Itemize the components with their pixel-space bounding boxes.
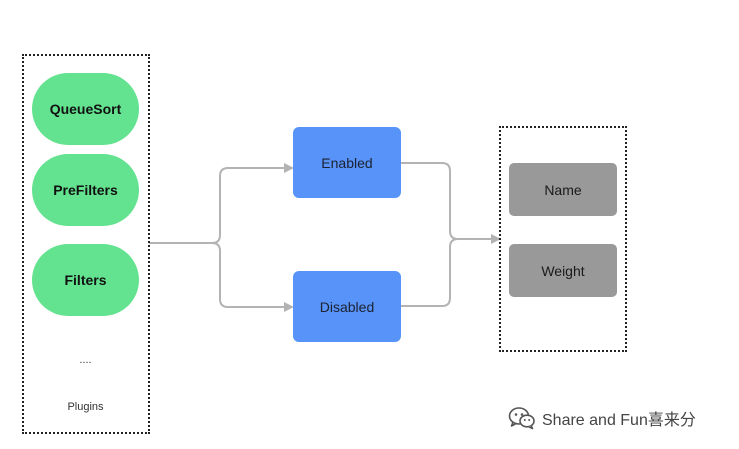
field-name: Name [509, 163, 617, 216]
field-weight-label: Weight [541, 262, 585, 279]
plugins-caption: Plugins [32, 398, 139, 416]
enabled-label: Enabled [321, 154, 373, 171]
plugin-queuesort-label: QueueSort [49, 101, 122, 117]
watermark-text: Share and Fun喜来分 [542, 412, 696, 429]
plugin-prefilters-label: PreFilters [53, 182, 118, 198]
config-group [499, 126, 627, 352]
connector-plugins-to-disabled [149, 242, 294, 312]
wechat-icon [508, 407, 535, 430]
connector-plugins-to-enabled [149, 163, 294, 244]
connector-disabled-to-config [401, 238, 499, 307]
plugins-ellipsis-text: .... [79, 354, 92, 366]
disabled-box: Disabled [293, 271, 401, 342]
connector-enabled-to-config [401, 162, 501, 244]
field-name-label: Name [544, 181, 582, 198]
plugin-filters-label: Filters [64, 272, 107, 288]
plugin-filters: Filters [32, 244, 139, 316]
watermark: Share and Fun喜来分 [508, 404, 733, 432]
disabled-label: Disabled [319, 298, 375, 315]
field-weight: Weight [509, 244, 617, 297]
plugins-ellipsis: .... [32, 352, 139, 368]
plugins-caption-text: Plugins [67, 401, 104, 413]
enabled-box: Enabled [293, 127, 401, 198]
plugin-prefilters: PreFilters [32, 154, 139, 226]
plugins-group [22, 54, 150, 434]
plugin-queuesort: QueueSort [32, 73, 139, 145]
